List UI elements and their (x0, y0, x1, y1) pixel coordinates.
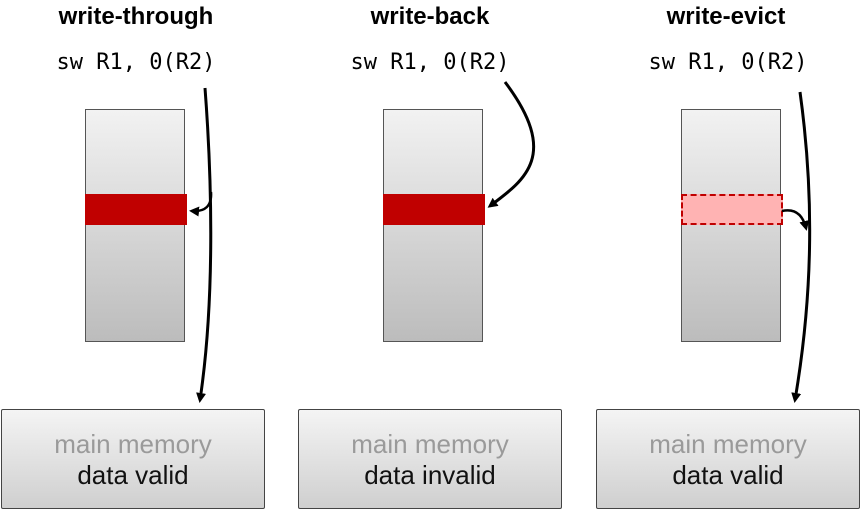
write-through-cache-arrow (189, 191, 213, 217)
write-back-cache (383, 109, 485, 342)
write-back-memory-status: data invalid (364, 460, 496, 490)
write-through-cache-line (85, 194, 187, 225)
write-through-memory-status: data valid (77, 460, 189, 490)
write-back-instruction: sw R1, 0(R2) (350, 50, 510, 75)
write-through-memory-arrow (196, 87, 213, 403)
write-back-cache-line (383, 194, 485, 225)
write-through-instruction: sw R1, 0(R2) (56, 50, 216, 75)
write-evict-memory-status: data valid (672, 460, 784, 490)
write-through-main-memory: main memory data valid (1, 409, 265, 509)
write-evict-title: write-evict (666, 3, 786, 30)
write-evict-memory-label: main memory (649, 429, 807, 459)
write-evict-cache (681, 109, 783, 342)
write-through-memory-label: main memory (54, 429, 212, 459)
write-through-cache (85, 109, 187, 342)
write-evict-evict-arrow (781, 209, 810, 231)
write-through-title: write-through (58, 3, 214, 30)
write-back-memory-label: main memory (351, 429, 509, 459)
write-back-cache-arrow (487, 81, 536, 208)
write-evict-memory-arrow (791, 91, 812, 403)
write-back-main-memory: main memory data invalid (298, 409, 562, 509)
write-evict-cache-line (681, 194, 783, 225)
write-evict-main-memory: main memory data valid (596, 409, 860, 509)
write-evict-instruction: sw R1, 0(R2) (648, 50, 808, 75)
write-back-title: write-back (370, 3, 490, 30)
